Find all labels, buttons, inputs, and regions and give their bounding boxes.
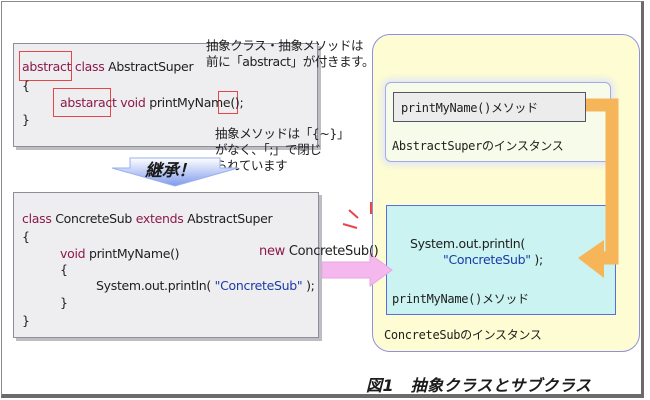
concrete-class-code-box [13, 192, 319, 338]
concrete-open-brace: { [22, 229, 30, 244]
class-keyword: class [22, 211, 52, 226]
abstract-open-brace: { [22, 78, 30, 93]
abstract-class-declaration: abstract class AbstractSuper [22, 59, 194, 74]
abstract-method-label: printMyName()メソッド [401, 101, 538, 115]
extends-keyword: extends [135, 211, 184, 226]
burst-line [342, 223, 358, 229]
concrete-method-declaration: void printMyName() [60, 246, 180, 261]
abstract-class-code-box [13, 43, 318, 147]
println-statement: System.out.println( "ConcreteSub" ); [96, 278, 315, 293]
new-class-call: ConcreteSub() [288, 244, 379, 259]
instance-println-close: ); [534, 252, 543, 267]
class-keyword: class [74, 59, 105, 74]
abstract-keyword: abstract [22, 59, 72, 74]
instance-println-args: "ConcreteSub" ); [443, 252, 543, 267]
println-call: System.out.println( [96, 278, 211, 293]
abstract-method-name: printMyName() [149, 95, 240, 110]
concrete-method-name: printMyName() [88, 246, 180, 261]
concrete-class-declaration: class ConcreteSub extends AbstractSuper [22, 211, 273, 226]
abstract-method-keyword-highlight [53, 88, 111, 117]
abstract-instance-label: AbstractSuperのインスタンス [392, 139, 564, 153]
note-abstract-line2: 前に「abstract」が付きます。 [206, 54, 375, 69]
new-keyword: new [259, 244, 285, 259]
instance-println-call: System.out.println( [410, 236, 525, 251]
method-open-brace: { [60, 262, 68, 277]
parent-class-name: AbstractSuper [187, 211, 273, 226]
abstract-close-brace: } [22, 112, 30, 127]
concrete-class-name: ConcreteSub [55, 211, 133, 226]
note-abstract-keyword: 抽象クラス・抽象メソッドは 前に「abstract」が付きます。 [206, 38, 375, 70]
abstract-method-declaration: abstaract void printMyName(); [60, 95, 244, 110]
override-arrow-head [578, 240, 604, 278]
abstract-keyword-highlight [19, 51, 72, 81]
abstaract-keyword: abstaract [60, 95, 117, 110]
note-abstract-method: 抽象メソッドは「{~}」 がなく、「;」で閉じ られています [215, 126, 349, 174]
override-arrow-body [586, 98, 619, 265]
figure-caption: 図1 抽象クラスとサブクラス [366, 376, 592, 395]
new-expression: new ConcreteSub() [259, 244, 379, 259]
abstract-method-semicolon: ; [239, 95, 244, 110]
note-abstract-line1: 抽象クラス・抽象メソッドは [206, 38, 364, 53]
abstract-method-box [393, 92, 586, 122]
inheritance-label: 継承！ [145, 161, 196, 181]
concrete-method-label: printMyName()メソッド [392, 292, 529, 306]
burst-line [348, 209, 359, 219]
void-keyword: void [120, 95, 146, 110]
method-close-brace: } [60, 295, 68, 310]
println-close: ); [306, 278, 315, 293]
println-string: "ConcreteSub" [214, 278, 303, 293]
instance-println-string: "ConcreteSub" [443, 252, 531, 267]
concrete-instance-label: ConcreteSubのインスタンス [384, 328, 542, 342]
semicolon-highlight [218, 91, 238, 114]
inheritance-arrow [111, 157, 239, 187]
concrete-close-brace: } [22, 313, 30, 328]
note-method-line1: 抽象メソッドは「{~}」 [215, 126, 350, 141]
instantiate-arrow [321, 253, 393, 287]
abstract-class-name: AbstractSuper [108, 59, 194, 74]
void-keyword: void [60, 246, 86, 261]
note-method-line2: がなく、「;」で閉じ [215, 142, 322, 157]
